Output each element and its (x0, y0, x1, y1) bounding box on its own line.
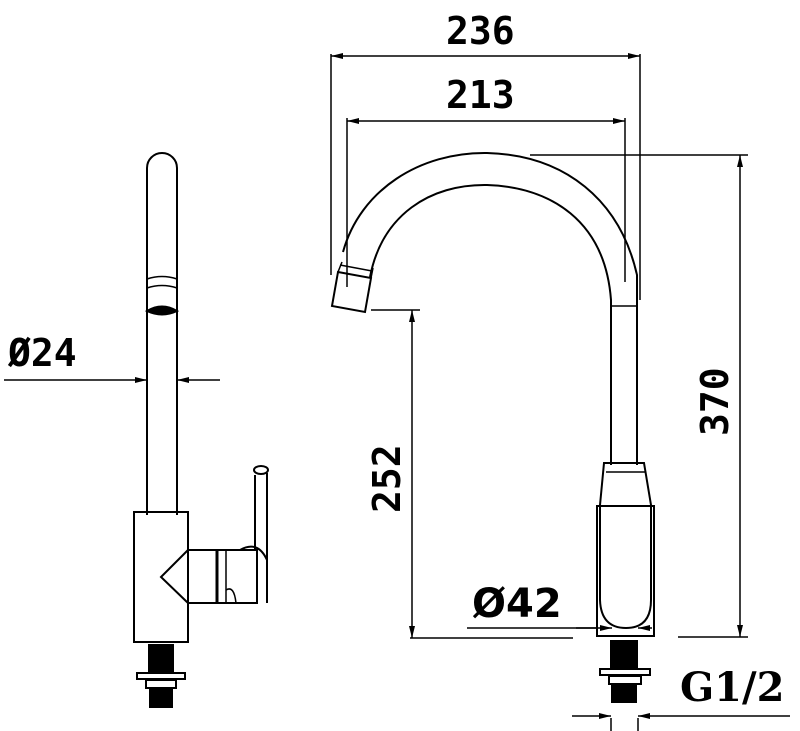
side-spout-tube (146, 152, 178, 515)
dim-connection-thread: G1/2 (680, 664, 785, 711)
side-washer (136, 672, 186, 680)
front-view (330, 53, 790, 731)
side-aerator-ring (144, 305, 180, 316)
dim-overall-height: 370 (693, 367, 737, 436)
front-thread-upper (610, 640, 638, 669)
dim-spout-clearance: 252 (365, 444, 409, 513)
side-lever-arm (254, 473, 268, 603)
front-washer (599, 668, 651, 676)
front-aerator (330, 270, 373, 314)
dim-spout-diameter: Ø24 (8, 331, 77, 375)
front-base (596, 505, 655, 637)
front-body (599, 462, 652, 630)
side-body (133, 511, 189, 643)
side-lever-hub (159, 549, 189, 604)
front-spout-outer (342, 151, 638, 465)
dim-base-diameter: Ø42 (472, 581, 562, 627)
front-spout-inner (369, 183, 612, 465)
side-view (4, 152, 269, 708)
dim-spout-reach: 213 (446, 73, 515, 117)
side-thread-upper (148, 644, 174, 672)
side-thread-lower (149, 688, 173, 708)
dim-overall-reach: 236 (446, 9, 515, 53)
front-thread-lower (611, 684, 637, 703)
